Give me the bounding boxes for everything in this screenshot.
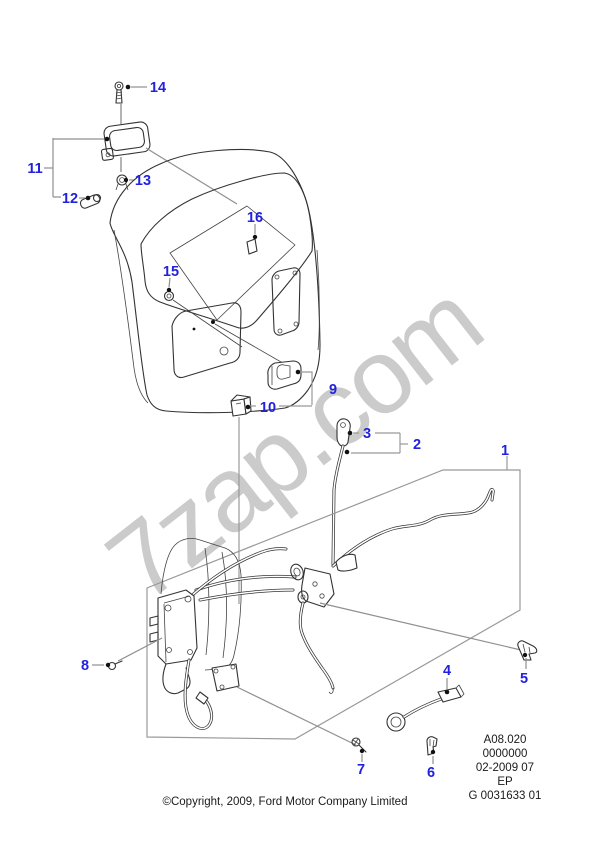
screw-8 bbox=[92, 637, 163, 671]
screw-7 bbox=[351, 737, 367, 762]
clip-5 bbox=[517, 640, 538, 669]
callout-9[interactable]: 9 bbox=[329, 382, 337, 398]
label-16 bbox=[246, 224, 258, 255]
handle-bezel-11 bbox=[100, 121, 151, 161]
callout-5[interactable]: 5 bbox=[520, 671, 528, 687]
lock-actuator-assembly bbox=[149, 538, 297, 731]
callout-1[interactable]: 1 bbox=[501, 443, 509, 459]
callout-15[interactable]: 15 bbox=[163, 264, 179, 280]
callout-12[interactable]: 12 bbox=[62, 191, 78, 207]
bracket-9-10 bbox=[238, 369, 313, 604]
leader-to-5 bbox=[319, 602, 522, 651]
callout-leaders-upper bbox=[44, 84, 238, 205]
callout-10[interactable]: 10 bbox=[260, 400, 276, 416]
part-12 bbox=[79, 193, 102, 209]
info-line-4: EP bbox=[497, 776, 513, 788]
callout-2[interactable]: 2 bbox=[413, 437, 421, 453]
license-plate-recess bbox=[171, 302, 242, 379]
callout-8[interactable]: 8 bbox=[81, 658, 89, 674]
callout-14[interactable]: 14 bbox=[150, 80, 166, 96]
callout-3[interactable]: 3 bbox=[363, 426, 371, 442]
callout-4[interactable]: 4 bbox=[443, 663, 451, 679]
callout-16[interactable]: 16 bbox=[247, 210, 263, 226]
latch-striker-9 bbox=[267, 360, 302, 390]
rod-assembly-2 bbox=[331, 418, 408, 566]
latch-assembly bbox=[290, 487, 495, 694]
release-cable-4 bbox=[386, 678, 465, 732]
grommet-15 bbox=[163, 277, 243, 348]
right-trim-panel bbox=[271, 267, 301, 336]
clip-6 bbox=[426, 736, 438, 764]
info-line-5: G 0031633 01 bbox=[469, 790, 542, 802]
leader-to-7 bbox=[236, 686, 357, 746]
info-line-2: 0000000 bbox=[483, 748, 528, 760]
callout-11[interactable]: 11 bbox=[27, 161, 42, 177]
glass-outline bbox=[169, 205, 296, 321]
callout-6[interactable]: 6 bbox=[427, 765, 435, 781]
copyright-text: ©Copyright, 2009, Ford Motor Company Lim… bbox=[163, 796, 408, 808]
callout-7[interactable]: 7 bbox=[357, 762, 365, 778]
assembly-boundary-1 bbox=[146, 456, 521, 740]
screw-14 bbox=[114, 81, 124, 104]
callout-13[interactable]: 13 bbox=[135, 173, 151, 189]
window-opening bbox=[140, 172, 313, 329]
clip-10 bbox=[230, 394, 252, 417]
callout-labels: 14 11 12 13 16 15 9 10 3 2 1 8 4 5 7 6 bbox=[27, 80, 528, 781]
info-line-3: 02-2009 07 bbox=[476, 762, 534, 774]
liftgate-panel bbox=[109, 149, 321, 414]
info-line-1: A08.020 bbox=[484, 734, 527, 746]
actuator-bracket bbox=[211, 663, 240, 692]
info-block: A08.020 0000000 02-2009 07 EP G 0031633 … bbox=[469, 734, 542, 802]
